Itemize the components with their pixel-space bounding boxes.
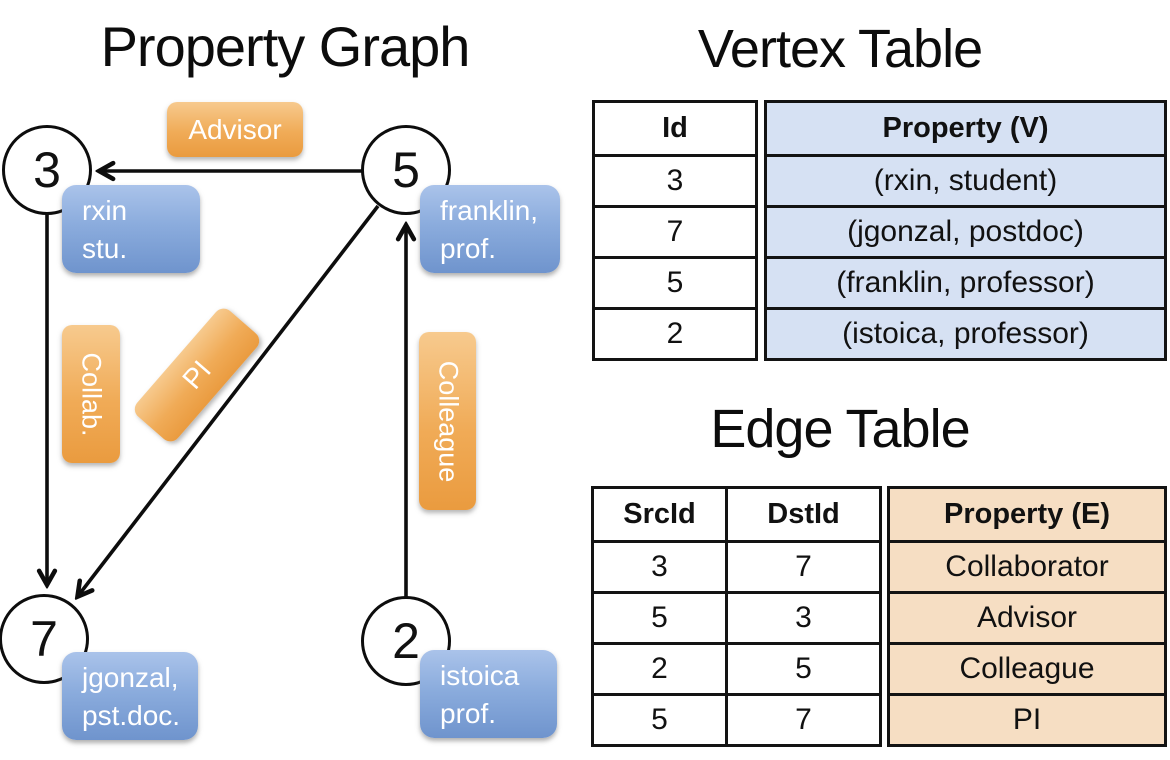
edge-src-cell: 5 [594,693,725,744]
edge-table-title: Edge Table [710,399,970,459]
edge-src-cell: 5 [594,591,725,642]
table-row: 7 [595,205,755,256]
vertex-table-id-column: Id 3 7 5 2 [592,100,758,361]
node-7-id: 7 [30,611,58,667]
edge-dst-cell: 3 [725,591,879,642]
vertex-table-id-header: Id [662,112,688,144]
edge-label-collab: Collab. [62,325,120,463]
vertex-property-cell: (istoica, professor) [767,307,1164,358]
edge-table-property-header: Property (E) [890,489,1164,540]
table-row: 5 7 [594,693,879,744]
edge-dst-cell: 5 [725,642,879,693]
edge-table-property-column: Property (E) Collaborator Advisor Collea… [887,486,1167,747]
node-3-id: 3 [33,142,61,198]
edge-dst-cell: 7 [725,540,879,591]
table-row: 2 [595,307,755,358]
edge-property-cell: PI [890,693,1164,744]
table-row: (rxin, student) [767,154,1164,205]
table-row: Advisor [890,591,1164,642]
edge-label-collab-text: Collab. [76,351,107,437]
vertex-id-cell: 2 [595,307,755,358]
edge-label-colleague-text: Colleague [433,360,463,482]
vertex-label-jgonzal-line1: jgonzal, [82,662,179,693]
edge-table-srcid-header: SrcId [623,498,696,530]
vertex-table-title: Vertex Table [697,19,983,79]
vertex-id-cell: 5 [595,256,755,307]
edge-label-colleague: Colleague [419,332,476,510]
edge-property-cell: Advisor [890,591,1164,642]
vertex-label-istoica-line2: prof. [440,698,497,729]
vertex-property-cell: (jgonzal, postdoc) [767,205,1164,256]
vertex-id-cell: 7 [595,205,755,256]
vertex-label-jgonzal: jgonzal, pst.doc. [62,652,198,740]
edge-property-cell: Collaborator [890,540,1164,591]
vertex-property-cell: (franklin, professor) [767,256,1164,307]
graph-node-5: 5 [361,125,451,215]
node-5-id: 5 [392,142,420,198]
graph-node-2: 2 [361,596,451,686]
property-graph-title: Property Graph [100,15,471,78]
vertex-label-franklin-line2: prof. [440,233,497,264]
edge-label-pi-text: PI [176,354,218,395]
vertex-label-franklin: franklin, prof. [420,185,560,273]
edge-src-cell: 2 [594,642,725,693]
table-row: 5 [595,256,755,307]
edge-table: SrcId DstId 3 7 5 3 2 5 5 7 Property (E)… [591,486,1167,747]
vertex-label-istoica: istoica prof. [420,650,557,738]
table-row: 2 5 [594,642,879,693]
edge-property-cell: Colleague [890,642,1164,693]
vertex-table-property-column: Property (V) (rxin, student) (jgonzal, p… [764,100,1167,361]
edge-label-advisor: Advisor [167,102,303,157]
vertex-table-property-header: Property (V) [767,103,1164,154]
vertex-label-rxin-line2: stu. [82,233,128,264]
vertex-label-istoica-line1: istoica [440,660,520,691]
table-row: 3 [595,154,755,205]
edge-table-dstid-header: DstId [725,489,879,540]
table-row: Colleague [890,642,1164,693]
vertex-table: Id 3 7 5 2 Property (V) (rxin, student) … [592,100,1167,361]
edge-src-cell: 3 [594,540,725,591]
vertex-label-jgonzal-line2: pst.doc. [82,700,181,731]
edge-pi-5-to-7 [78,204,380,596]
table-row: 3 7 [594,540,879,591]
table-row: (franklin, professor) [767,256,1164,307]
edge-label-advisor-text: Advisor [188,113,282,145]
table-row: 5 3 [594,591,879,642]
vertex-property-cell: (rxin, student) [767,154,1164,205]
table-row: PI [890,693,1164,744]
edge-table-ids-columns: SrcId DstId 3 7 5 3 2 5 5 7 [591,486,882,747]
table-row: Collaborator [890,540,1164,591]
vertex-label-franklin-line1: franklin, [440,195,539,226]
node-2-id: 2 [392,613,420,669]
table-row: (istoica, professor) [767,307,1164,358]
vertex-label-rxin: rxin stu. [62,185,200,273]
vertex-id-cell: 3 [595,154,755,205]
vertex-label-rxin-line1: rxin [82,195,128,226]
graph-edges-canvas [0,0,585,760]
table-row: (jgonzal, postdoc) [767,205,1164,256]
edge-dst-cell: 7 [725,693,879,744]
